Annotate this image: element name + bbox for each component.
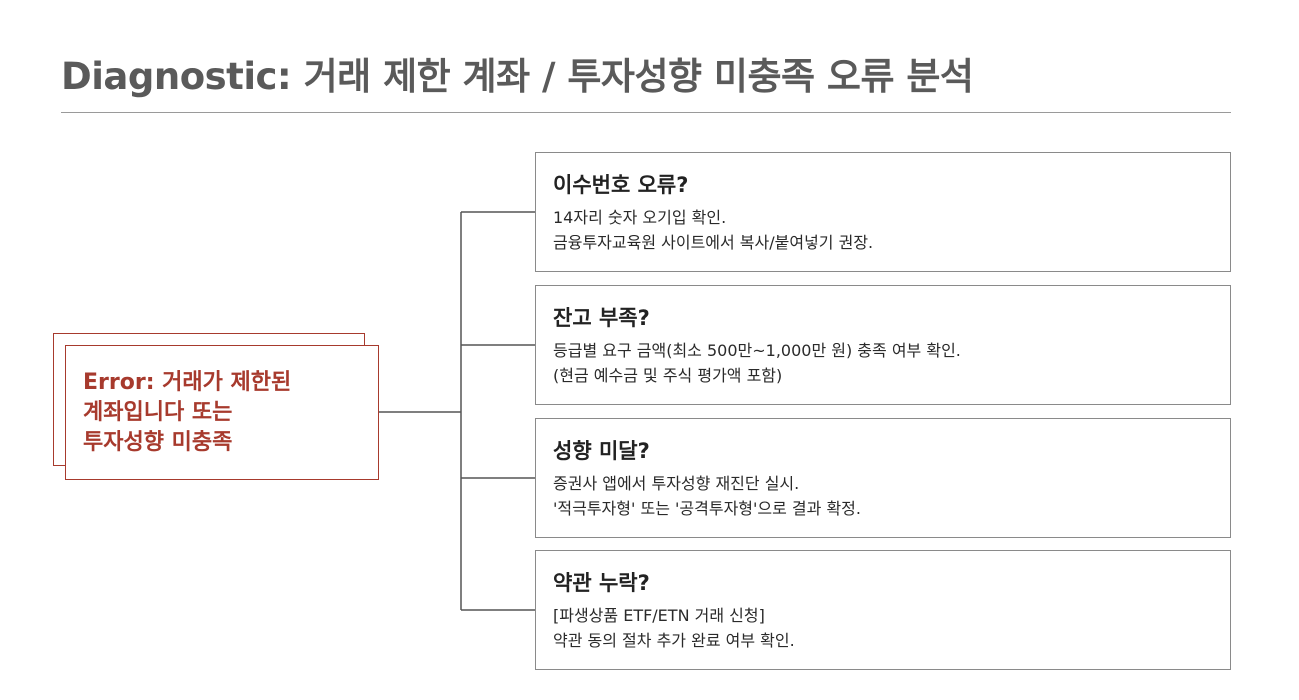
error-message: Error: 거래가 제한된 계좌입니다 또는 투자성향 미충족: [83, 370, 292, 455]
cause-line: 약관 동의 절차 추가 완료 여부 확인.: [553, 631, 795, 650]
cause-heading: 이수번호 오류?: [553, 173, 689, 197]
cause-line: '적극투자형' 또는 '공격투자형'으로 결과 확정.: [553, 499, 861, 518]
cause-box-insufficient-balance: 잔고 부족? 등급별 요구 금액(최소 500만~1,000만 원) 충족 여부…: [535, 285, 1231, 405]
cause-line: 금융투자교육원 사이트에서 복사/붙여넣기 권장.: [553, 233, 874, 252]
cause-line: (현금 예수금 및 주식 평가액 포함): [553, 366, 783, 385]
cause-heading: 약관 누락?: [553, 571, 650, 595]
cause-description: 등급별 요구 금액(최소 500만~1,000만 원) 충족 여부 확인. (현…: [553, 338, 1230, 388]
cause-line: 등급별 요구 금액(최소 500만~1,000만 원) 충족 여부 확인.: [553, 341, 961, 360]
cause-description: 14자리 숫자 오기입 확인. 금융투자교육원 사이트에서 복사/붙여넣기 권장…: [553, 205, 1230, 255]
cause-description: 증권사 앱에서 투자성향 재진단 실시. '적극투자형' 또는 '공격투자형'으…: [553, 471, 1230, 521]
cause-line: 14자리 숫자 오기입 확인.: [553, 208, 727, 227]
cause-box-enrollment-number: 이수번호 오류? 14자리 숫자 오기입 확인. 금융투자교육원 사이트에서 복…: [535, 152, 1231, 272]
cause-description: [파생상품 ETF/ETN 거래 신청] 약관 동의 절차 추가 완료 여부 확…: [553, 603, 1230, 653]
cause-line: 증권사 앱에서 투자성향 재진단 실시.: [553, 474, 800, 493]
title-divider: [61, 112, 1231, 113]
cause-box-missing-terms: 약관 누락? [파생상품 ETF/ETN 거래 신청] 약관 동의 절차 추가 …: [535, 550, 1231, 670]
cause-box-risk-profile: 성향 미달? 증권사 앱에서 투자성향 재진단 실시. '적극투자형' 또는 '…: [535, 418, 1231, 538]
cause-heading: 성향 미달?: [553, 439, 650, 463]
error-box: Error: 거래가 제한된 계좌입니다 또는 투자성향 미충족: [65, 345, 379, 480]
cause-line: [파생상품 ETF/ETN 거래 신청]: [553, 606, 765, 625]
page-title: Diagnostic: 거래 제한 계좌 / 투자성향 미충족 오류 분석: [61, 55, 974, 98]
cause-heading: 잔고 부족?: [553, 306, 650, 330]
